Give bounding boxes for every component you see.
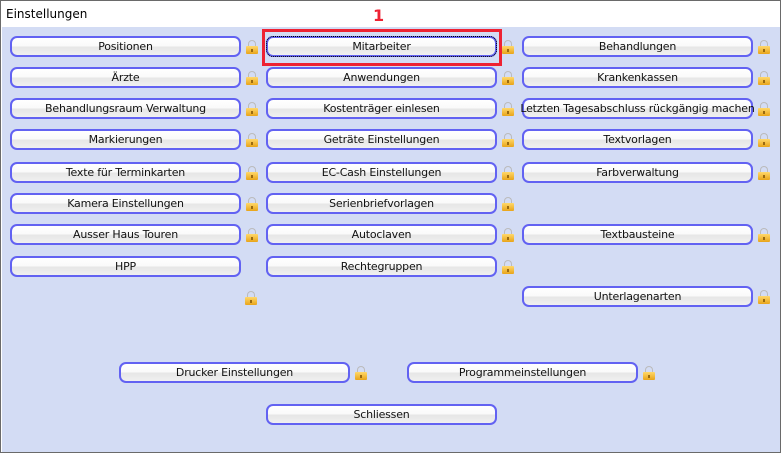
- lock-icon: [502, 133, 514, 147]
- lock-icon: [246, 102, 258, 116]
- lock-icon: [246, 71, 258, 85]
- texte-f-r-terminkarten-button[interactable]: Texte für Terminkarten: [10, 162, 241, 183]
- lock-icon: [758, 228, 770, 242]
- behandlungen-button[interactable]: Behandlungen: [522, 36, 753, 57]
- lock-icon: [502, 260, 514, 274]
- close-button[interactable]: Schliessen: [266, 404, 497, 425]
- lock-icon: [502, 71, 514, 85]
- lock-icon: [502, 166, 514, 180]
- rechtegruppen-button[interactable]: Rechtegruppen: [266, 256, 497, 277]
- lock-icon: [502, 197, 514, 211]
- lock-icon: [502, 40, 514, 54]
- lock-icon: [758, 102, 770, 116]
- lock-icon: [246, 166, 258, 180]
- mitarbeiter-button[interactable]: Mitarbeiter: [266, 36, 497, 57]
- hpp-button[interactable]: HPP: [10, 256, 241, 277]
- lock-icon: [246, 228, 258, 242]
- lock-icon: [502, 102, 514, 116]
- lock-icon: [355, 366, 367, 380]
- window-title: Einstellungen: [6, 7, 88, 21]
- lock-icon: [246, 133, 258, 147]
- annotation-label: 1: [373, 6, 385, 25]
- textvorlagen-button[interactable]: Textvorlagen: [522, 129, 753, 150]
- drucker-einstellungen-button[interactable]: Drucker Einstellungen: [119, 362, 350, 383]
- lock-icon: [502, 228, 514, 242]
- highlight-box: [262, 29, 502, 66]
- getr-te-einstellungen-button[interactable]: Geträte Einstellungen: [266, 129, 497, 150]
- serienbriefvorlagen-button[interactable]: Serienbriefvorlagen: [266, 193, 497, 214]
- lock-icon: [758, 166, 770, 180]
- lock-icon: [245, 291, 257, 305]
- ec-cash-einstellungen-button[interactable]: EC-Cash Einstellungen: [266, 162, 497, 183]
- anwendungen-button[interactable]: Anwendungen: [266, 67, 497, 88]
- -rzte-button[interactable]: Ärzte: [10, 67, 241, 88]
- lock-icon: [758, 71, 770, 85]
- markierungen-button[interactable]: Markierungen: [10, 129, 241, 150]
- lock-icon: [758, 133, 770, 147]
- lock-icon: [643, 366, 655, 380]
- autoclaven-button[interactable]: Autoclaven: [266, 224, 497, 245]
- lock-icon: [246, 197, 258, 211]
- kamera-einstellungen-button[interactable]: Kamera Einstellungen: [10, 193, 241, 214]
- textbausteine-button[interactable]: Textbausteine: [522, 224, 753, 245]
- lock-icon: [246, 40, 258, 54]
- krankenkassen-button[interactable]: Krankenkassen: [522, 67, 753, 88]
- unterlagenarten-button[interactable]: Unterlagenarten: [522, 286, 753, 307]
- lock-icon: [758, 290, 770, 304]
- positionen-button[interactable]: Positionen: [10, 36, 241, 57]
- letzten-tagesabschluss-r-ckg-ngig-machen-button[interactable]: Letzten Tagesabschluss rückgängig machen: [520, 98, 755, 119]
- farbverwaltung-button[interactable]: Farbverwaltung: [522, 162, 753, 183]
- behandlungsraum-verwaltung-button[interactable]: Behandlungsraum Verwaltung: [10, 98, 241, 119]
- ausser-haus-touren-button[interactable]: Ausser Haus Touren: [10, 224, 241, 245]
- kostentr-ger-einlesen-button[interactable]: Kostenträger einlesen: [266, 98, 497, 119]
- lock-icon: [758, 40, 770, 54]
- programmeinstellungen-button[interactable]: Programmeinstellungen: [407, 362, 638, 383]
